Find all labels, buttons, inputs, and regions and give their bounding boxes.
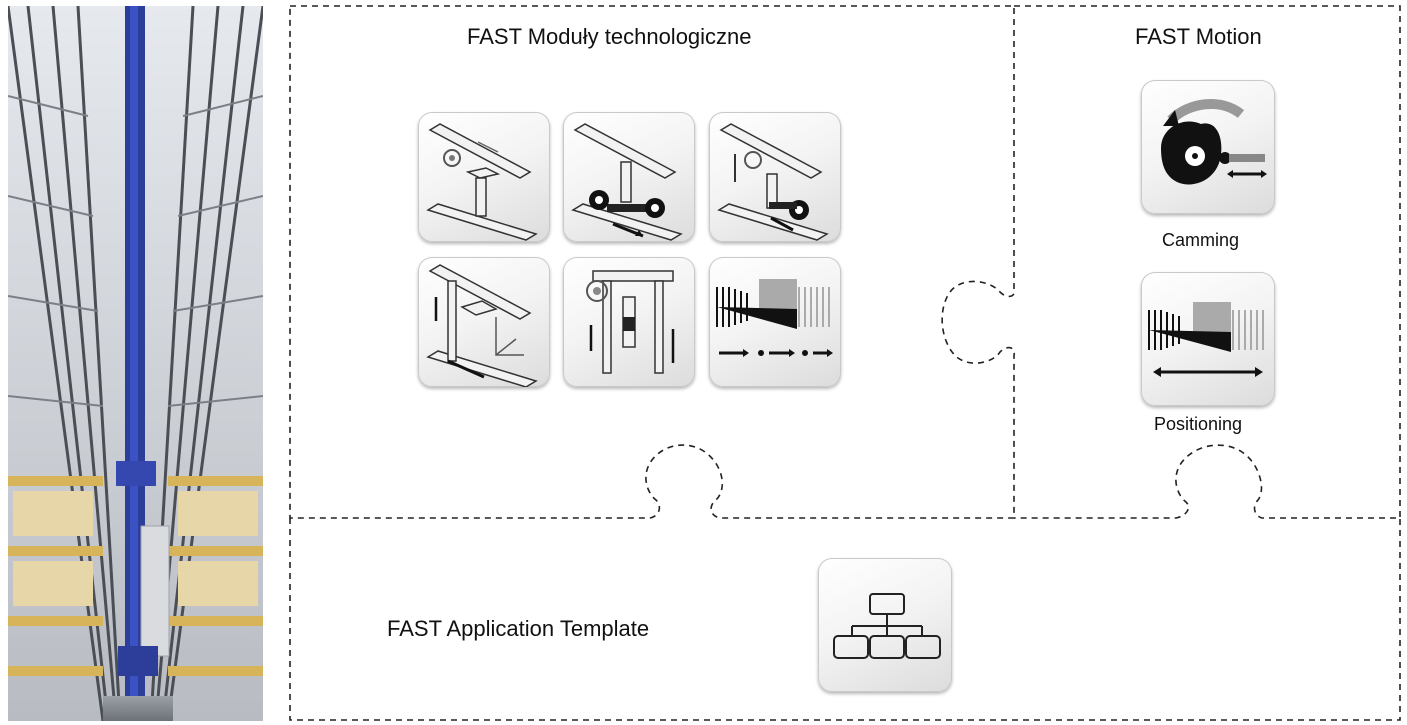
gantry-3d-axis-icon[interactable] (418, 257, 550, 387)
synchronized-positioning-icon[interactable] (709, 257, 841, 387)
warehouse-photo (8, 6, 263, 721)
portal-lift-icon[interactable] (563, 257, 695, 387)
camming-label: Camming (1162, 230, 1240, 250)
motion-title: FAST Motion (1135, 24, 1262, 49)
positioning-icon[interactable] (1141, 272, 1275, 406)
camming-icon[interactable] (1141, 80, 1275, 214)
gantry-travel-axis-icon[interactable] (563, 112, 695, 242)
gantry-lift-axis-icon[interactable] (709, 112, 841, 242)
application-template-icon[interactable] (818, 558, 952, 692)
motion-piece (1014, 5, 1401, 519)
positioning-label: Positioning (1154, 414, 1243, 434)
application-template-title: FAST Application Template (387, 616, 650, 641)
technology-modules-title: FAST Moduły technologiczne (467, 24, 752, 49)
technology-modules-piece (289, 5, 1016, 519)
gantry-linear-axis-icon[interactable] (418, 112, 550, 242)
application-template-piece (289, 518, 1401, 721)
